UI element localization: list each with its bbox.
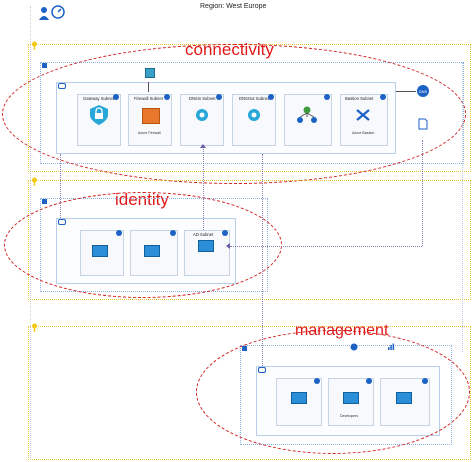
ad-to-dns-link [203, 146, 204, 230]
rg-hub-icon [42, 63, 47, 68]
identity-key-icon [32, 177, 37, 186]
dns-zone-to-ad-vertical [422, 140, 423, 246]
management-to-hub-link [262, 154, 263, 366]
connectivity-highlight [2, 44, 466, 184]
identity-to-hub-link [60, 154, 61, 218]
ad-to-dns-arrow-icon [200, 144, 206, 148]
region-title: Region: West Europe [200, 3, 267, 10]
rg-identity-icon [42, 199, 47, 204]
right-edge-link [462, 62, 463, 352]
identity-highlight [4, 192, 282, 298]
platform-team-icon [38, 5, 68, 21]
management-key-icon [32, 323, 37, 332]
management-management-group [28, 326, 471, 460]
connectivity-key-icon [32, 41, 37, 50]
management-highlight [196, 330, 470, 454]
dns-zone-to-ad-horizontal [230, 246, 422, 247]
dns-zone-to-ad-arrow-icon [226, 243, 230, 249]
